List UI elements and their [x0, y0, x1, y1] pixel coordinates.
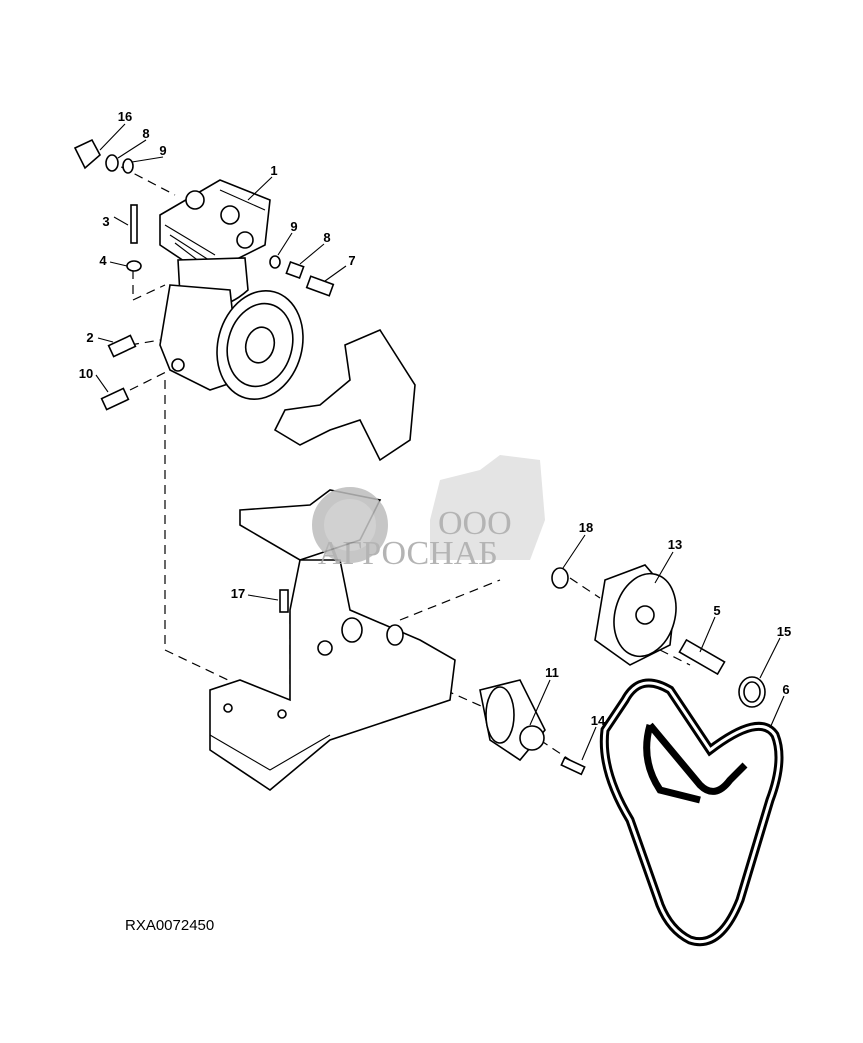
callout-5: 5: [713, 603, 720, 618]
callout-3: 3: [102, 214, 109, 229]
callout-9: 9: [159, 143, 166, 158]
leader-lines: [95, 123, 785, 761]
drive-belt: [599, 678, 784, 946]
callout-15: 15: [777, 624, 791, 639]
callout-8: 8: [142, 126, 149, 141]
callout-6: 6: [782, 682, 789, 697]
callout-9b: 9: [290, 219, 297, 234]
watermark-name: АГРОСНАБ: [318, 535, 498, 572]
callout-8b: 8: [323, 230, 330, 245]
callout-13: 13: [668, 537, 682, 552]
callout-16: 16: [118, 109, 132, 124]
callout-10: 10: [79, 366, 93, 381]
callout-labels: 16 8 9 1 3 4 9 8 7 2 10 18 13 17 5 15 6 …: [79, 109, 791, 728]
callout-14: 14: [591, 713, 606, 728]
callout-1: 1: [270, 163, 277, 178]
callout-4: 4: [99, 253, 107, 268]
idler-pulley-assembly: [479, 564, 766, 776]
callout-2: 2: [86, 330, 93, 345]
watermark-prefix: ООО: [438, 505, 512, 542]
fittings: [73, 138, 335, 411]
callout-17: 17: [231, 586, 245, 601]
watermark-logo: ООО АГРОСНАБ: [312, 455, 545, 572]
callout-7: 7: [348, 253, 355, 268]
callout-18: 18: [579, 520, 593, 535]
callout-11: 11: [545, 665, 559, 680]
air-compressor: [159, 179, 304, 401]
diagram-caption: RXA0072450: [125, 917, 214, 934]
